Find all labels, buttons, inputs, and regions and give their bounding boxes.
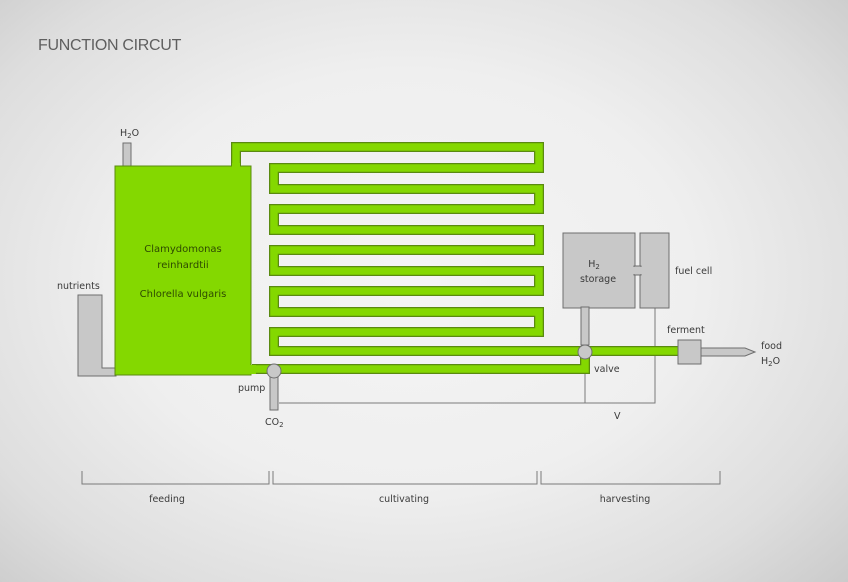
fuel-cell-label: fuel cell bbox=[675, 266, 712, 277]
stage-label-harvesting: harvesting bbox=[600, 494, 651, 505]
ferment-box bbox=[677, 339, 702, 365]
nutrients-feeder bbox=[77, 294, 117, 377]
stage-brackets bbox=[81, 471, 721, 485]
cultivation-tube bbox=[231, 142, 680, 374]
co2-inlet-pipe bbox=[269, 373, 279, 411]
bracket-feeding bbox=[81, 471, 270, 485]
bracket-cultivating bbox=[272, 471, 538, 485]
pump-icon bbox=[266, 363, 282, 379]
fuel-cell bbox=[639, 232, 670, 309]
h2-storage-tank bbox=[562, 232, 636, 309]
output-food-label: food bbox=[761, 341, 782, 352]
nutrients-label: nutrients bbox=[57, 281, 100, 292]
pump-label: pump bbox=[238, 383, 265, 394]
storage-valve-pipe bbox=[580, 306, 590, 346]
output-h2o-label: H2O bbox=[761, 356, 780, 368]
valve-icon bbox=[577, 344, 593, 360]
valve-label: valve bbox=[594, 364, 620, 375]
tank-bottom-joint bbox=[246, 365, 256, 374]
ferment-label: ferment bbox=[667, 325, 705, 336]
stage-label-feeding: feeding bbox=[149, 494, 185, 505]
organism-label-2: Chlorella vulgaris bbox=[140, 289, 227, 300]
h2o-inlet-pipe bbox=[122, 142, 132, 168]
pump-wire bbox=[279, 308, 656, 404]
bioreactor-tank bbox=[114, 165, 252, 376]
connector-mask bbox=[633, 267, 642, 274]
output-arrow bbox=[700, 347, 757, 357]
organism-label-1b: reinhardtii bbox=[157, 260, 208, 271]
bracket-harvesting bbox=[540, 471, 721, 485]
organism-label-1a: Clamydomonas bbox=[144, 244, 222, 255]
voltage-label: V bbox=[614, 411, 621, 422]
h2-storage-label-1: H2 bbox=[588, 259, 600, 271]
h2o-inlet-label: H2O bbox=[120, 128, 139, 140]
diagram-title: FUNCTION CIRCUT bbox=[38, 37, 182, 54]
tank-tube-junction bbox=[232, 163, 240, 169]
h2-storage-label-2: storage bbox=[580, 274, 616, 285]
stage-label-cultivating: cultivating bbox=[379, 494, 429, 505]
co2-label: CO2 bbox=[265, 417, 284, 429]
